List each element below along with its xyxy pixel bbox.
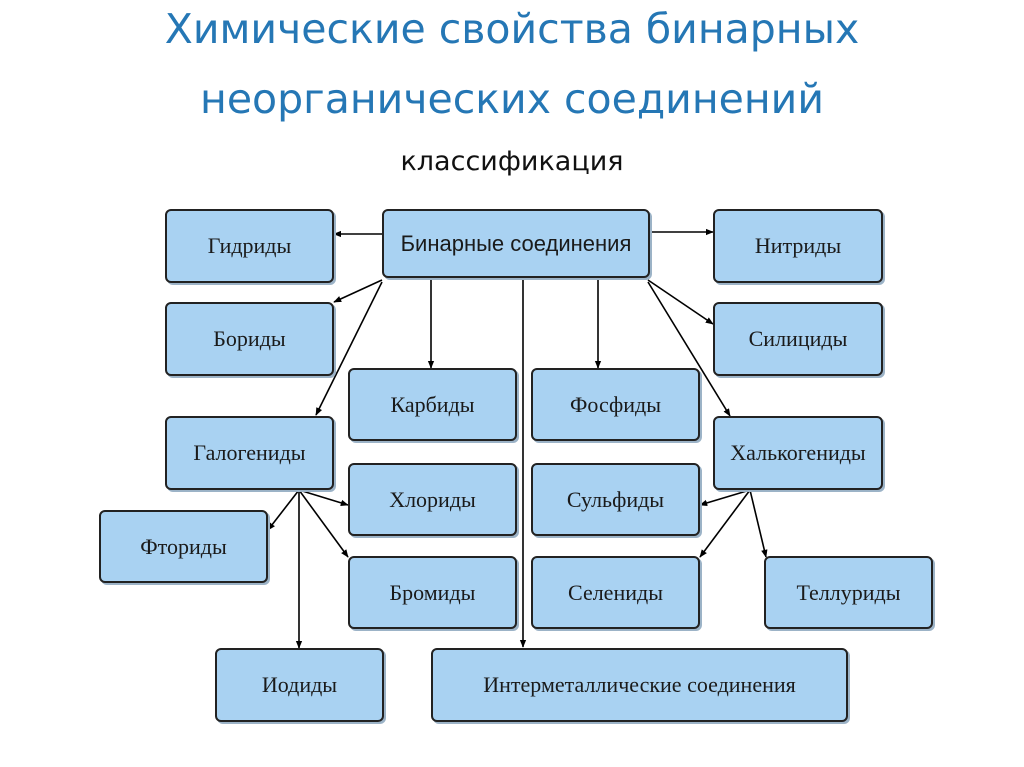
node-bromides: Бромиды — [348, 556, 517, 629]
arrow-to-bromides — [298, 489, 349, 558]
node-iodides: Иодиды — [215, 648, 384, 722]
arrow-to-chalcogenides — [647, 281, 731, 417]
node-carbides: Карбиды — [348, 368, 517, 441]
arrow-to-borides — [333, 279, 383, 303]
arrow-to-sulfides — [699, 489, 751, 506]
node-sulfides: Сульфиды — [531, 463, 700, 536]
arrow-to-halides — [315, 281, 383, 416]
arrow-to-chlorides — [298, 489, 349, 506]
node-silicides: Силициды — [713, 302, 883, 376]
node-borides: Бориды — [165, 302, 334, 376]
arrow-to-fluorides — [267, 489, 300, 531]
arrow-to-tellurides — [749, 489, 768, 558]
node-chlorides: Хлориды — [348, 463, 517, 536]
node-phosphides: Фосфиды — [531, 368, 700, 441]
node-tellurides: Теллуриды — [764, 556, 933, 629]
page-subtitle: классификация — [400, 146, 624, 177]
node-intermetallics: Интерметаллические соединения — [431, 648, 848, 722]
node-selenides: Селениды — [531, 556, 700, 629]
node-fluorides: Фториды — [99, 510, 268, 583]
page-title-line2: неорганических соединений — [200, 75, 824, 123]
node-halides: Галогениды — [165, 416, 334, 490]
node-hydrides: Гидриды — [165, 209, 334, 283]
arrow-to-silicides — [647, 279, 714, 325]
page-title-line1: Химические свойства бинарных — [164, 5, 860, 53]
node-binary-compounds: Бинарные соединения — [382, 209, 650, 278]
node-chalcogenides: Халькогениды — [713, 416, 883, 490]
node-nitrides: Нитриды — [713, 209, 883, 283]
arrow-to-selenides — [699, 489, 751, 558]
